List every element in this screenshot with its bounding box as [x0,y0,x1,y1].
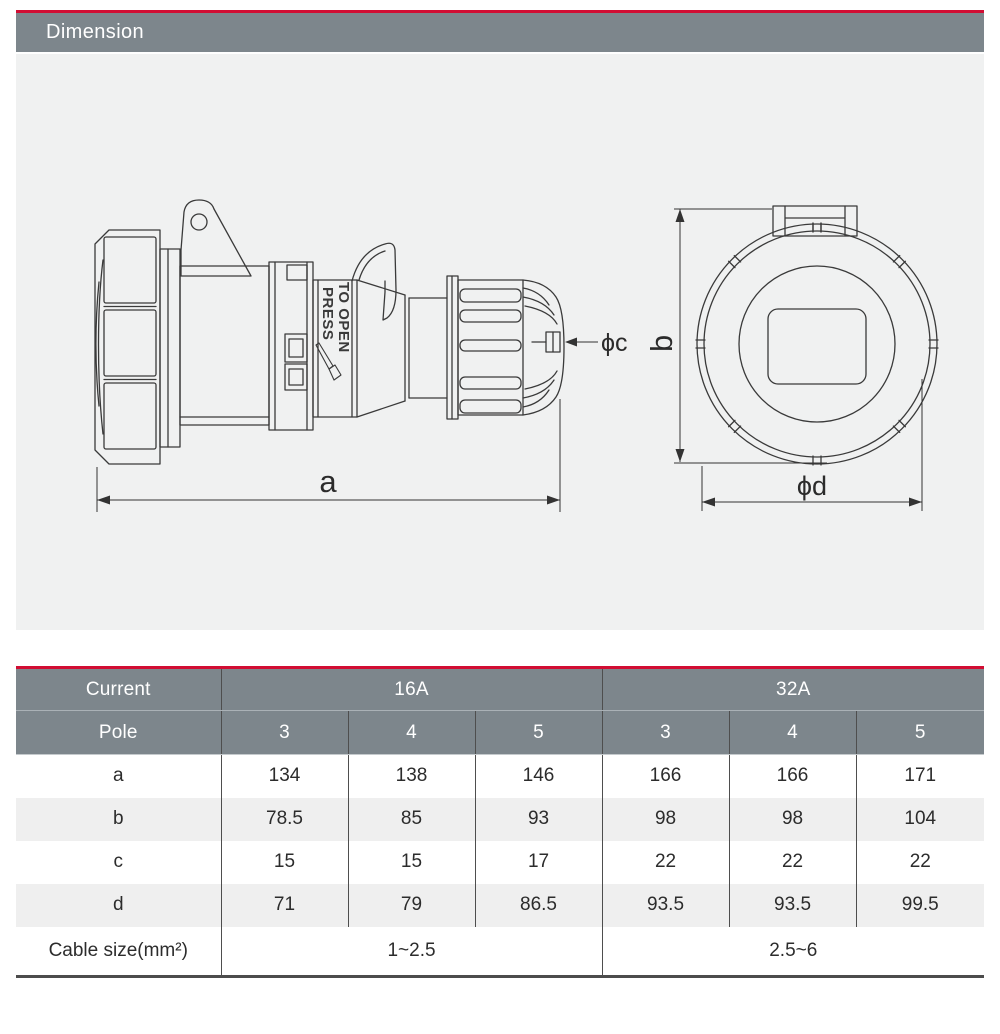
table-cell: 71 [221,883,349,927]
group-header-32a: 32A [602,667,984,711]
contact-window [767,308,867,385]
table-cell: 134 [221,754,349,798]
flange [159,248,181,448]
table-cell: 15 [221,840,349,884]
screwdriver-icon [315,342,342,381]
dim-label-b: b [644,335,679,352]
cable-size-32a: 2.5~6 [769,939,818,961]
row-label-a: a [16,754,222,798]
table-row-a: a 134 138 146 166 166 171 [16,754,984,798]
table-cell: 93 [475,797,603,841]
cable-size-label: Cable size(mm²) [16,926,222,977]
dimension-phi-c: ϕc [565,329,628,357]
dim-label-phi-c: ϕc [601,329,628,357]
table-cell: 93.5 [602,883,730,927]
pole-32a-3: 3 [602,710,730,755]
pole-16a-5: 5 [475,710,603,755]
table-cell: 22 [909,851,931,872]
table-cell: 171 [904,765,937,787]
table-row-current: Current 16A 32A [16,667,984,711]
cone-neck [356,279,448,418]
top-lug [772,205,858,237]
pole-header-cell: Pole [16,710,222,755]
table-cell: 166 [729,754,857,798]
main-body [179,265,270,426]
page-title: Dimension [46,21,145,43]
pole-32a-4: 4 [729,710,857,755]
table-row-pole: Pole 3 4 5 3 4 5 [16,710,984,755]
table-cell: 98 [602,797,730,841]
inner-ring [738,265,896,423]
row-label-d: d [16,883,222,927]
technical-drawing: PRESS TO OPEN a ϕc [94,199,939,512]
press-to-open-line2: TO OPEN [335,282,352,353]
table-cell: 15 [348,840,476,884]
table-cell: 22 [602,840,730,884]
table-cell: 104 [904,808,937,829]
row-label-b: b [16,797,222,841]
outer-ring [696,223,938,465]
section-header: Dimension [16,10,984,52]
page-content: Dimension [16,10,984,978]
table-cell: 146 [475,754,603,798]
dimension-b: b [644,208,827,464]
row-label-c: c [16,840,222,884]
release-lever [351,242,397,321]
table-row-d: d 71 79 86.5 93.5 93.5 99.5 [16,883,984,927]
gland-nut [446,275,524,420]
pole-16a-4: 4 [348,710,476,755]
cap-rear [94,229,161,465]
pole-16a-3: 3 [221,710,349,755]
dimension-table: Current 16A 32A Pole 3 4 5 3 4 5 a 134 1… [16,666,984,978]
side-view-drawing [94,199,565,465]
table-cell: 138 [348,754,476,798]
clamp-collar [268,261,314,431]
table-cell: 78.5 [221,797,349,841]
table-cell: 99.5 [901,894,939,915]
table-cell: 93.5 [729,883,857,927]
dimension-phi-d: ϕd [701,379,923,511]
table-cell: 17 [475,840,603,884]
table-row-b: b 78.5 85 93 98 98 104 [16,797,984,841]
group-header-16a: 16A [221,667,603,711]
press-to-open-line1: PRESS [319,287,336,340]
table-cell: 85 [348,797,476,841]
pole-32a-5: 5 [856,710,984,755]
table-row-c: c 15 15 17 22 22 22 [16,840,984,884]
table-cell: 79 [348,883,476,927]
dimension-a: a [96,399,561,512]
dim-label-a: a [319,464,337,499]
press-section [312,279,358,418]
table-cell: 86.5 [475,883,603,927]
table-row-cable-size: Cable size(mm²) 1~2.5 2.5~6 [16,926,984,977]
table-cell: 98 [729,797,857,841]
drawing-panel: PRESS TO OPEN a ϕc [16,54,984,630]
cable-dome [522,279,565,416]
table-cell: 22 [729,840,857,884]
mounting-lug [180,199,252,277]
dim-label-phi-d: ϕd [797,471,827,501]
front-view-drawing [695,205,939,466]
table-cell: 166 [602,754,730,798]
cable-size-16a: 1~2.5 [221,926,603,977]
current-header-cell: Current [16,667,222,711]
